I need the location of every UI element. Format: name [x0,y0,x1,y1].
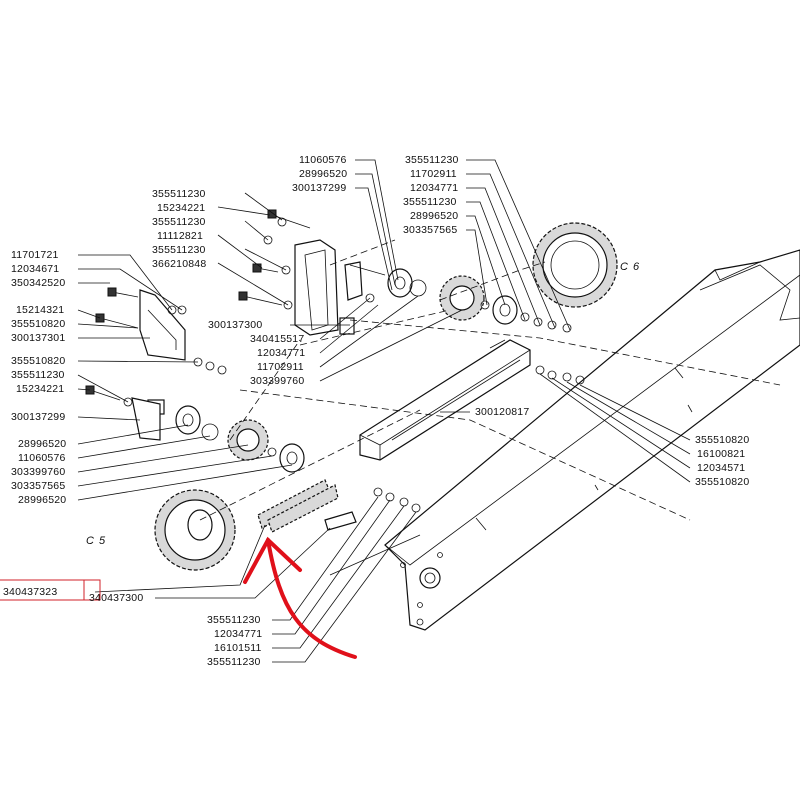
part-label[interactable]: 11702911 [257,361,304,373]
section-label-c5: C 5 [86,535,106,547]
part-label[interactable]: 15214321 [16,304,64,316]
part-label[interactable]: 11060576 [299,154,347,166]
part-label[interactable]: 366210848 [152,258,206,270]
part-label[interactable]: 303399760 [11,466,65,478]
part-label[interactable]: 340415517 [250,333,304,345]
part-labels: 11060576 28996520 300137299 355511230 11… [3,154,749,668]
sprocket-c6 [532,222,618,308]
part-label[interactable]: 355511230 [207,614,261,626]
part-label[interactable]: 300137300 [208,319,262,331]
part-label[interactable]: 303357565 [11,480,65,492]
part-label[interactable]: 300137299 [11,411,65,423]
part-label[interactable]: 355510820 [695,476,749,488]
part-label[interactable]: 355510820 [695,434,749,446]
bearings [147,268,518,473]
part-label[interactable]: 11701721 [11,249,59,261]
part-label[interactable]: 11112821 [157,230,203,242]
part-label[interactable]: 303357565 [403,224,457,236]
part-label[interactable]: 15234221 [16,383,64,395]
part-label[interactable]: 28996520 [18,494,66,506]
part-label[interactable]: 28996520 [299,168,347,180]
leader-lines [77,159,781,663]
part-label[interactable]: 28996520 [410,210,458,222]
part-label[interactable]: 12034771 [410,182,458,194]
part-label[interactable]: 340437300 [89,592,143,604]
part-label[interactable]: 355511230 [152,188,206,200]
selection-highlight [0,579,101,601]
part-label[interactable]: 355510820 [11,318,65,330]
part-label[interactable]: 355511230 [207,656,261,668]
part-label[interactable]: 15234221 [157,202,205,214]
part-label[interactable]: 11060576 [18,452,66,464]
sprocket-c5 [154,489,236,571]
part-label[interactable]: 11702911 [410,168,457,180]
roller-chain [257,479,357,533]
bracket-left [139,289,186,361]
part-label[interactable]: 12034771 [214,628,262,640]
chain-guide-rail [359,339,531,461]
part-label[interactable]: 16100821 [697,448,745,460]
part-label[interactable]: 355511230 [152,216,206,228]
red-annotation-arrow [243,536,357,659]
part-label[interactable]: 303399760 [250,375,304,387]
part-label[interactable]: 355511230 [405,154,459,166]
part-label[interactable]: 12034571 [697,462,745,474]
part-label[interactable]: 300137299 [292,182,346,194]
part-label[interactable]: 300137301 [11,332,65,344]
part-label[interactable]: 355511230 [403,196,457,208]
part-label[interactable]: 350342520 [11,277,65,289]
part-label[interactable]: 12034671 [11,263,59,275]
frame-beam [329,249,800,631]
part-label[interactable]: 355511230 [11,369,65,381]
section-label-c6: C 6 [620,261,640,273]
part-label-selected[interactable]: 340437323 [3,586,57,598]
part-label[interactable]: 300120817 [475,406,529,418]
part-label[interactable]: 12034771 [257,347,305,359]
part-label[interactable]: 355510820 [11,355,65,367]
part-label[interactable]: 16101511 [214,642,262,654]
part-label[interactable]: 28996520 [18,438,66,450]
part-label[interactable]: 355511230 [152,244,206,256]
sprocket-small-upper [227,275,485,461]
